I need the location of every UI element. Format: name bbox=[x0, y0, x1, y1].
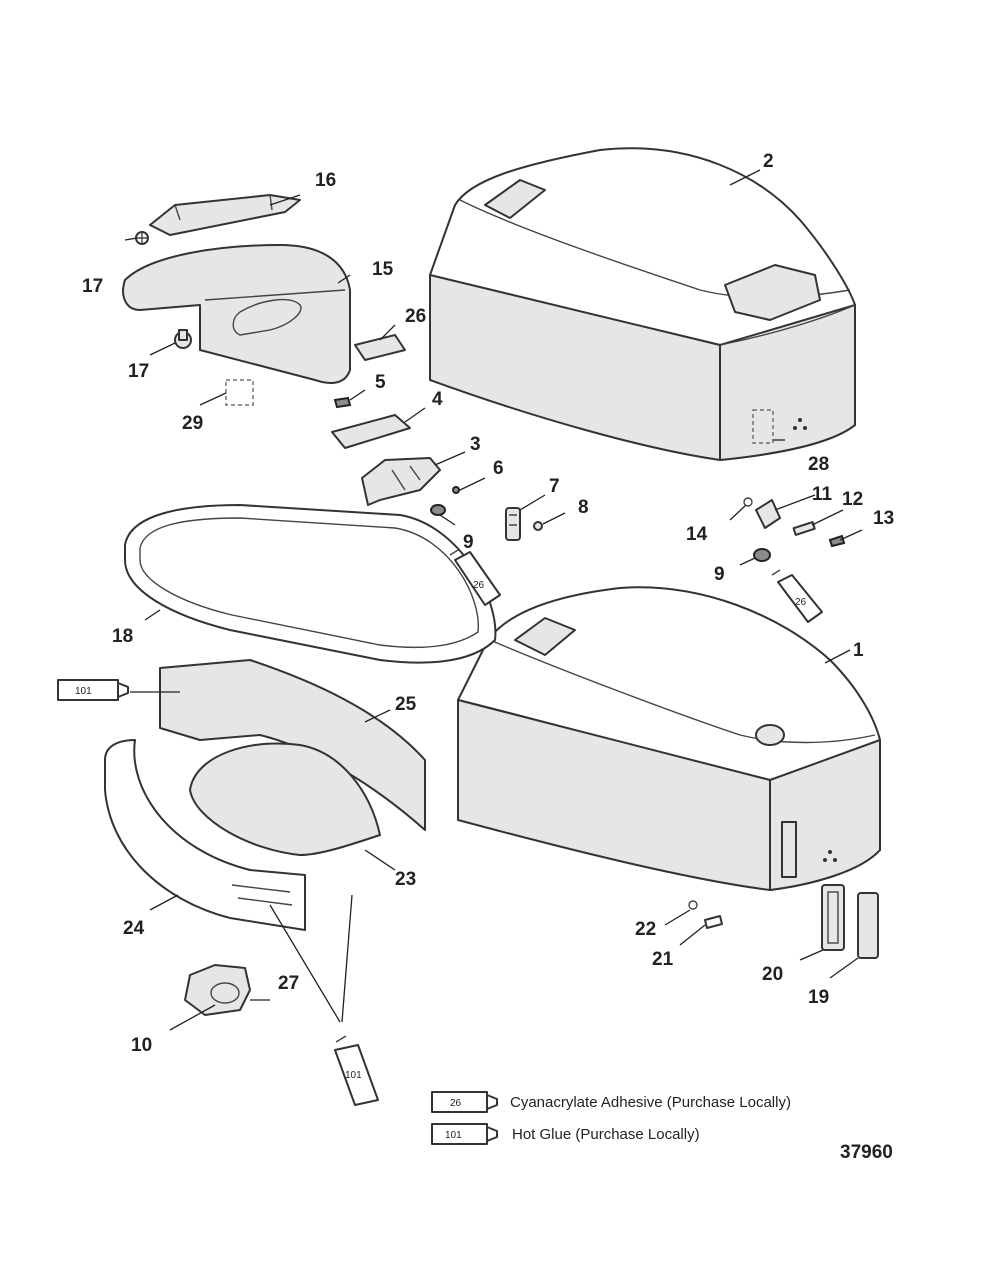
bottom-cowl-part-1 bbox=[457, 586, 881, 891]
callout-1: 1 bbox=[853, 640, 864, 661]
callout-14: 14 bbox=[686, 524, 708, 545]
callout-18: 18 bbox=[112, 626, 133, 647]
pad-part-26 bbox=[354, 334, 406, 361]
wrap-part-24 bbox=[104, 739, 306, 931]
screw-part-13 bbox=[828, 534, 846, 548]
grille-part-19 bbox=[857, 892, 879, 959]
callout-21: 21 bbox=[652, 949, 674, 970]
callout-10: 10 bbox=[131, 1035, 152, 1056]
latch-part-3 bbox=[361, 457, 441, 506]
legend-tube-label: 26 bbox=[450, 1098, 462, 1109]
pad-part-23 bbox=[189, 742, 381, 856]
callout-3: 3 bbox=[470, 434, 481, 455]
callout-11: 11 bbox=[812, 484, 833, 505]
handle-part-15 bbox=[122, 244, 351, 384]
callout-8: 8 bbox=[578, 497, 589, 518]
callout-17-lower: 17 bbox=[128, 361, 149, 382]
intake-part-10 bbox=[184, 964, 251, 1016]
label-part-29 bbox=[225, 379, 254, 406]
callout-7: 7 bbox=[549, 476, 560, 497]
washer-part-14 bbox=[743, 497, 753, 507]
top-cowl-part-2 bbox=[429, 147, 856, 461]
callout-2: 2 bbox=[763, 151, 774, 172]
callout-labels: 2 16 17 15 17 26 29 5 4 3 6 7 8 9 28 11 … bbox=[82, 151, 894, 1056]
callout-20: 20 bbox=[762, 964, 783, 985]
clip-part-7 bbox=[505, 507, 521, 541]
callout-9-right: 9 bbox=[714, 564, 725, 585]
callout-26-upper: 26 bbox=[405, 306, 426, 327]
grommet-part-9a bbox=[430, 504, 446, 516]
tube-label: 26 bbox=[795, 597, 807, 608]
callout-15: 15 bbox=[372, 259, 394, 280]
callout-25: 25 bbox=[395, 694, 417, 715]
grommet-part-9b bbox=[753, 548, 771, 562]
callout-27: 27 bbox=[278, 973, 299, 994]
cap-part-16 bbox=[149, 194, 301, 236]
callout-13: 13 bbox=[873, 508, 894, 529]
callout-9-left: 9 bbox=[463, 532, 474, 553]
callout-29: 29 bbox=[182, 413, 203, 434]
screw-part-8 bbox=[533, 521, 543, 531]
callout-23: 23 bbox=[395, 869, 416, 890]
nut-part-6 bbox=[452, 486, 460, 494]
pin-part-21 bbox=[704, 915, 723, 929]
plate-part-4 bbox=[331, 414, 411, 449]
figure-number: 37960 bbox=[840, 1142, 893, 1163]
callout-5: 5 bbox=[375, 372, 386, 393]
callout-16: 16 bbox=[315, 170, 336, 191]
screws-part-17 bbox=[135, 231, 192, 349]
tube-label: 101 bbox=[345, 1070, 362, 1081]
callout-12: 12 bbox=[842, 489, 863, 510]
grille-part-20 bbox=[821, 884, 845, 951]
tube-label: 101 bbox=[75, 686, 92, 697]
callout-17-upper: 17 bbox=[82, 276, 103, 297]
callout-22: 22 bbox=[635, 919, 656, 940]
tube-26-right: 26 bbox=[771, 569, 823, 623]
seal-part-18 bbox=[124, 504, 497, 664]
callout-19: 19 bbox=[808, 987, 829, 1008]
clip-part-22 bbox=[688, 900, 698, 910]
tube-101-left: 101 bbox=[57, 679, 129, 701]
screw-part-5 bbox=[333, 396, 352, 409]
tube-label: 26 bbox=[473, 580, 485, 591]
legend-tube-101: 101 bbox=[431, 1123, 498, 1145]
callout-24: 24 bbox=[123, 918, 145, 939]
callout-28: 28 bbox=[808, 454, 829, 475]
legend-hotglue-text: Hot Glue (Purchase Locally) bbox=[512, 1126, 700, 1143]
tube-101-bottom: 101 bbox=[334, 1035, 379, 1106]
callout-4: 4 bbox=[432, 389, 443, 410]
bracket-part-11 bbox=[755, 499, 781, 529]
legend-tube-26: 26 bbox=[431, 1091, 498, 1113]
legend-adhesive-text: Cyanacrylate Adhesive (Purchase Locally) bbox=[510, 1094, 791, 1111]
leader-lines bbox=[124, 169, 863, 1031]
pin-part-12 bbox=[792, 521, 816, 536]
tube-26-left: 26 bbox=[449, 549, 501, 606]
legend-tube-label: 101 bbox=[445, 1130, 462, 1141]
callout-6: 6 bbox=[493, 458, 504, 479]
